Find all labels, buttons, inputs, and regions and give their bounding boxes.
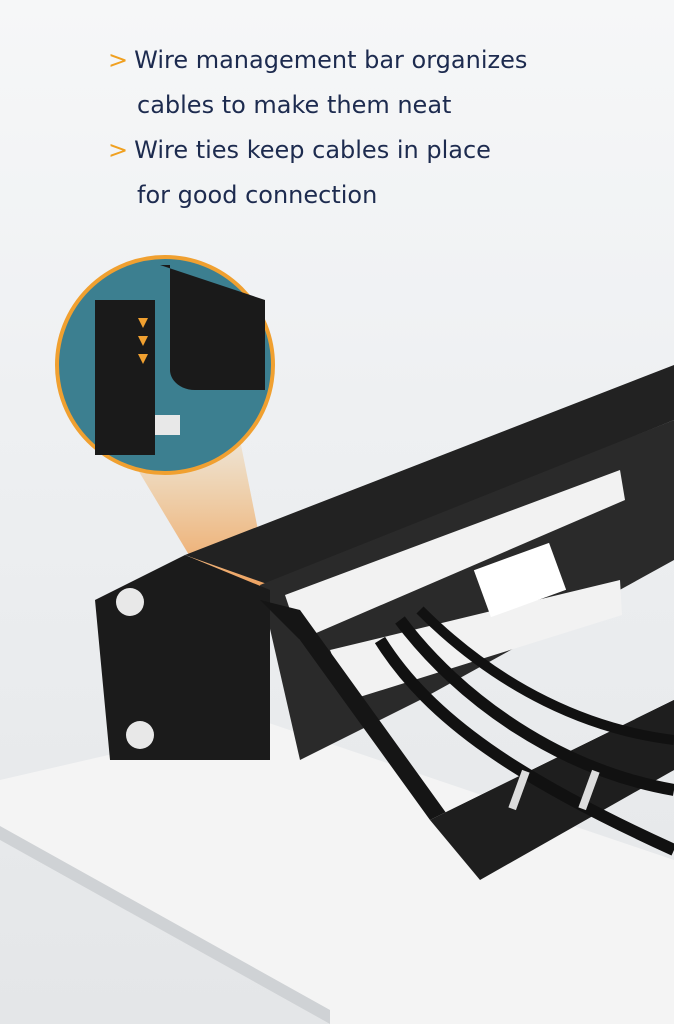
bullet-1-text: Wire management bar organizes bbox=[134, 46, 528, 74]
mount-hole-bottom bbox=[126, 721, 154, 749]
shelf bbox=[0, 720, 674, 1024]
detail-callout bbox=[55, 255, 275, 475]
arrow-down-icon bbox=[138, 318, 148, 364]
cable bbox=[416, 606, 674, 745]
rack-ear bbox=[95, 555, 270, 760]
keystone-block-1 bbox=[285, 470, 625, 640]
cable bbox=[395, 616, 674, 796]
bullet-2-continuation: for good connection bbox=[137, 181, 378, 209]
wire-tie bbox=[578, 769, 600, 811]
bullet-1-continuation: cables to make them neat bbox=[137, 91, 452, 119]
shelf-edge bbox=[0, 826, 330, 1024]
bullet-1: >Wire management bar organizes bbox=[108, 38, 527, 83]
label-card bbox=[473, 542, 567, 618]
wire-tie bbox=[508, 769, 530, 811]
bullet-2-text: Wire ties keep cables in place bbox=[134, 136, 491, 164]
bullet-2: >Wire ties keep cables in place bbox=[108, 128, 527, 173]
feature-list: >Wire management bar organizes cables to… bbox=[108, 38, 527, 218]
chevron-right-icon: > bbox=[108, 136, 129, 164]
chevron-right-icon: > bbox=[108, 46, 129, 74]
panel-top bbox=[185, 365, 674, 585]
mount-hole-top bbox=[116, 588, 144, 616]
cable bbox=[374, 636, 674, 856]
